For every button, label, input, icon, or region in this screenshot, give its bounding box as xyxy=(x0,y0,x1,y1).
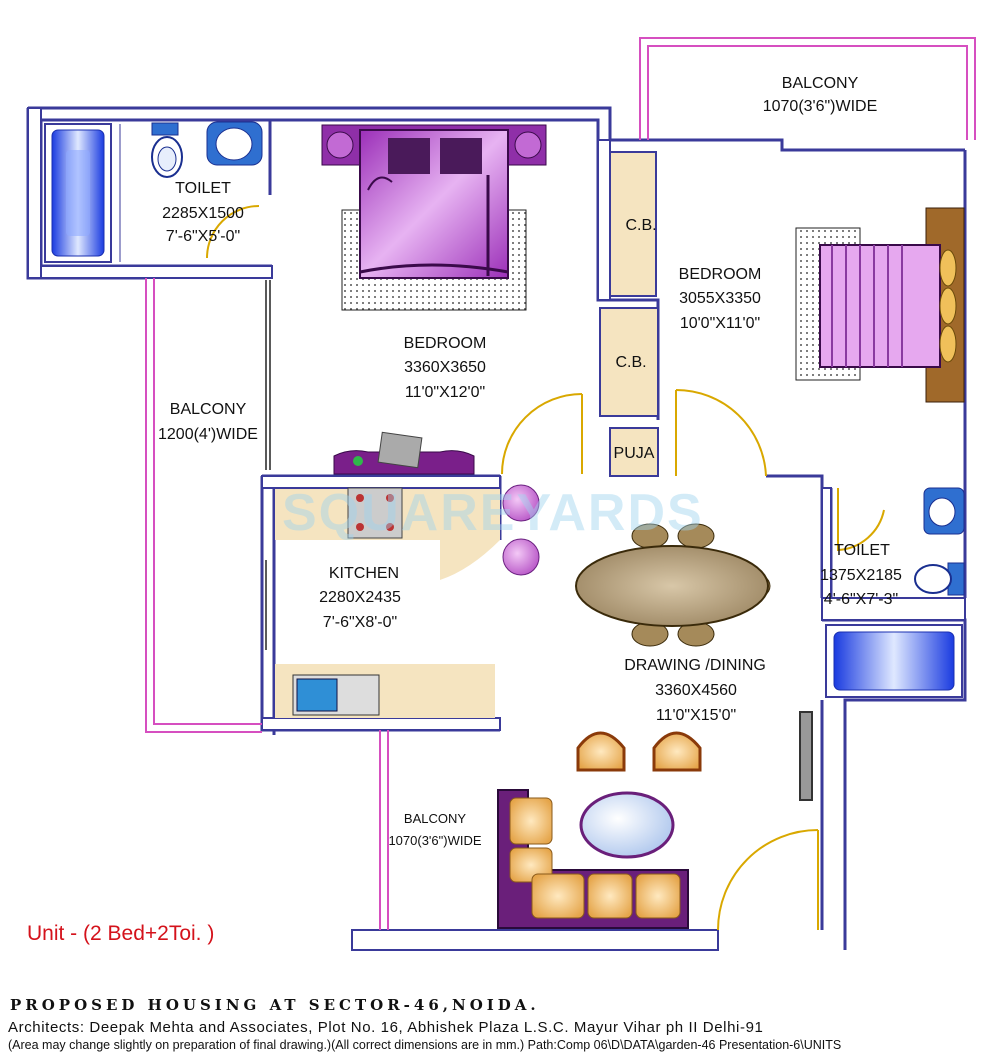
dining-table xyxy=(575,523,771,647)
puja-label: PUJA xyxy=(614,445,655,462)
balcony-top-size: 1070(3'6")WIDE xyxy=(763,98,878,115)
floor-plan: SQUAREYARDS BALCONY 1070(3'6")WIDE TOILE… xyxy=(26,37,976,951)
toilet-1-size-mm: 2285X1500 xyxy=(162,205,244,222)
toilet-2-size-mm: 1375X2185 xyxy=(820,567,902,584)
cb-1-label: C.B. xyxy=(625,217,656,234)
sofa xyxy=(497,789,689,929)
bathtub-1 xyxy=(44,123,112,263)
bed-1 xyxy=(321,124,547,311)
bedroom-1-size-ft: 11'0"X12'0" xyxy=(405,384,485,401)
bed-2 xyxy=(795,207,965,403)
balcony-left-size: 1200(4')WIDE xyxy=(158,426,258,443)
balcony-left-name: BALCONY xyxy=(170,401,247,418)
doors xyxy=(206,205,885,931)
drawing-dining-name: DRAWING /DINING xyxy=(624,657,766,674)
bedroom-2-size-mm: 3055X3350 xyxy=(679,290,761,307)
wc-2 xyxy=(914,562,965,596)
kitchen-size-mm: 2280X2435 xyxy=(319,589,401,606)
balcony-bottom-size: 1070(3'6")WIDE xyxy=(388,833,481,848)
toilet-1-name: TOILET xyxy=(175,180,231,197)
watermark: SQUAREYARDS xyxy=(282,484,704,542)
armchair-1 xyxy=(576,731,626,772)
kitchen-name: KITCHEN xyxy=(329,565,399,582)
architects-line: Architects: Deepak Mehta and Associates,… xyxy=(8,1019,764,1036)
toilet-2-name: TOILET xyxy=(834,542,890,559)
disclaimer-line: (Area may change slightly on preparation… xyxy=(8,1038,842,1052)
balcony-top-name: BALCONY xyxy=(782,75,859,92)
unit-label: Unit - (2 Bed+2Toi. ) xyxy=(27,922,215,945)
cupboard-2 xyxy=(599,307,659,417)
bedroom-2-name: BEDROOM xyxy=(679,266,762,283)
sliding-doors xyxy=(265,280,813,801)
stool-2 xyxy=(502,538,540,576)
balcony-bottom-name: BALCONY xyxy=(404,811,466,826)
balcony-railings xyxy=(145,37,976,930)
cupboard-1 xyxy=(609,151,657,297)
drawing-dining-size-mm: 3360X4560 xyxy=(655,682,737,699)
puja-unit xyxy=(609,427,659,477)
bathtub-2 xyxy=(825,624,963,698)
wash-basin-1 xyxy=(206,121,263,166)
armchair-2 xyxy=(652,731,702,772)
wash-basin-2 xyxy=(923,487,965,535)
toilet-1-size-ft: 7'-6"X5'-0" xyxy=(166,228,240,245)
cb-2-label: C.B. xyxy=(615,354,646,371)
bedroom-1-name: BEDROOM xyxy=(404,335,487,352)
wc-1 xyxy=(151,122,183,178)
dresser xyxy=(333,431,475,475)
drawing-dining-size-ft: 11'0"X15'0" xyxy=(656,707,736,724)
project-title: PROPOSED HOUSING AT SECTOR-46,NOIDA. xyxy=(10,996,540,1014)
stool-1 xyxy=(502,484,540,522)
toilet-2-size-ft: 4'-6"X7'-3" xyxy=(824,591,898,608)
coffee-table xyxy=(579,791,675,859)
bedroom-2-size-ft: 10'0"X11'0" xyxy=(680,315,760,332)
kitchen-counter xyxy=(275,487,500,718)
room-labels: BALCONY 1070(3'6")WIDE TOILET 2285X1500 … xyxy=(158,75,902,848)
kitchen-size-ft: 7'-6"X8'-0" xyxy=(323,614,397,631)
bedroom-1-size-mm: 3360X3650 xyxy=(404,359,486,376)
